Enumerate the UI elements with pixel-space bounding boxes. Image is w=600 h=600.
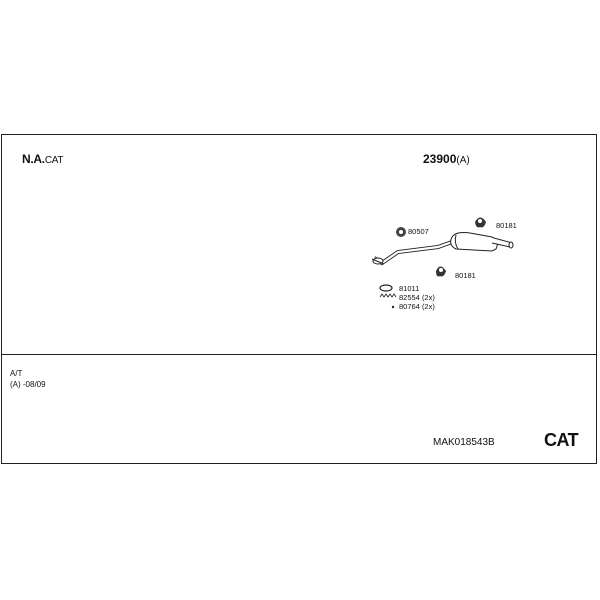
cat-badge: CAT: [544, 430, 579, 450]
hanger-80507: [396, 227, 406, 237]
front-pipe: [371, 240, 453, 266]
model-name: N.A.: [22, 152, 45, 166]
note-validity: (A) -08/09: [10, 380, 46, 389]
hanger-80181-top: [475, 217, 486, 228]
part-number-value: 23900: [423, 152, 457, 166]
label-80764: 80764 (2x): [399, 302, 435, 311]
model-title: N.A.CAT: [22, 153, 63, 166]
spring-82554: [379, 293, 397, 298]
clamp-81011: [379, 284, 393, 292]
note-transmission: A/T: [10, 369, 23, 378]
label-80181-top: 80181: [496, 221, 517, 230]
part-number-suffix: (A): [456, 155, 470, 166]
exhaust-diagram: [371, 217, 514, 309]
model-suffix: CAT: [44, 155, 64, 166]
hanger-80181-bottom: [436, 266, 446, 277]
diagram-frame: [1, 134, 597, 464]
label-82554: 82554 (2x): [399, 293, 435, 302]
rear-silencer: [450, 232, 514, 252]
part-number: 23900(A): [423, 153, 470, 166]
bolt-80764: [391, 305, 395, 309]
label-80507: 80507: [408, 227, 429, 236]
article-number: MAK018543B: [433, 437, 495, 448]
section-divider: [1, 354, 597, 355]
label-80181-bottom: 80181: [455, 271, 476, 280]
label-81011: 81011: [399, 284, 420, 293]
